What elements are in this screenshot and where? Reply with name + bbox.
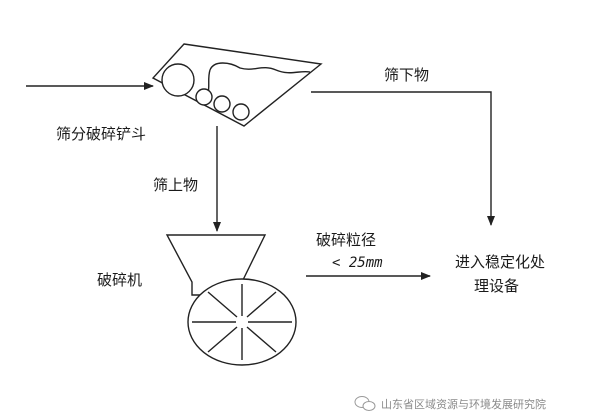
undersize-label: 筛下物 [384, 66, 429, 84]
undersize-flow-line [311, 91, 495, 226]
destination-label-line1: 进入稳定化处 [455, 253, 545, 271]
watermark-text: 山东省区域资源与环境发展研究院 [381, 397, 546, 411]
oversize-label: 筛上物 [153, 176, 198, 194]
size-limit-label: < 25mm [332, 255, 383, 271]
crusher-machine [165, 234, 297, 366]
crusher-label: 破碎机 [97, 271, 142, 289]
destination-label-line2: 理设备 [474, 277, 519, 295]
screening-crushing-bucket [151, 43, 323, 127]
particle-size-label: 破碎粒径 [316, 231, 376, 249]
watermark: 山东省区域资源与环境发展研究院 [354, 396, 546, 411]
wechat-icon [354, 396, 376, 411]
bucket-label: 筛分破碎铲斗 [56, 125, 146, 143]
